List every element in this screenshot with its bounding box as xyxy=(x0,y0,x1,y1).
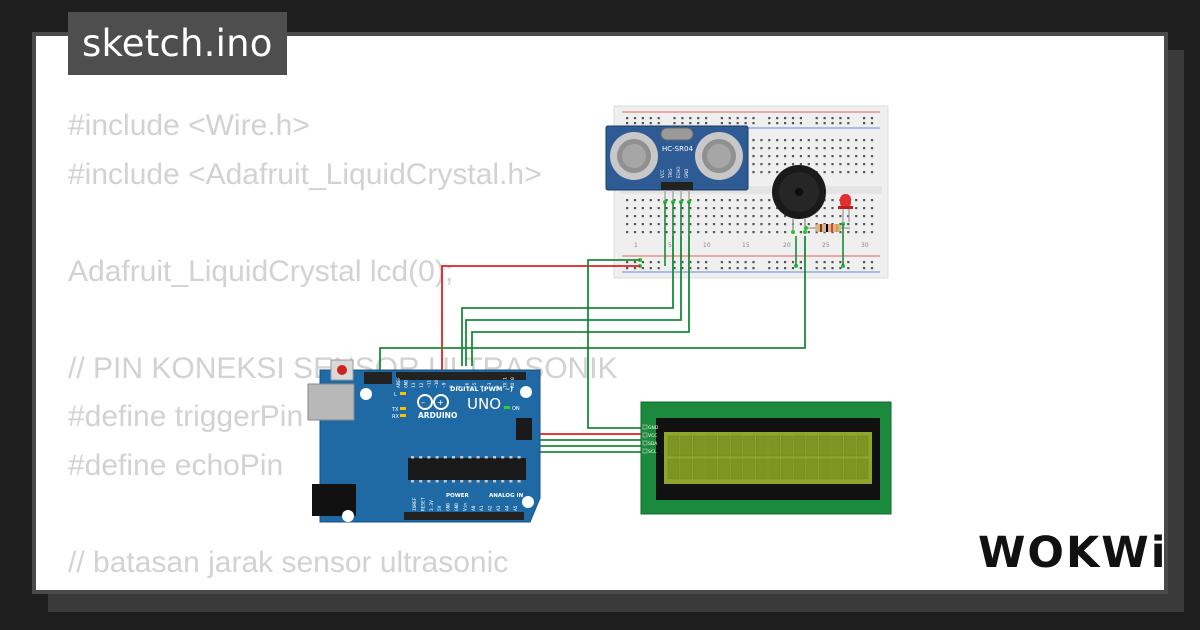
top-pin-label: GND xyxy=(404,380,410,388)
top-pin-label: 8 xyxy=(449,385,455,388)
bottom-pin-label: A3 xyxy=(496,505,502,511)
lcd-pin-label: SCL xyxy=(648,449,657,455)
top-pin-label: TX 1 xyxy=(502,377,508,388)
preview-card: #include <Wire.h> #include <Adafruit_Liq… xyxy=(32,32,1168,594)
bottom-pin-label: A5 xyxy=(513,505,519,511)
code-line: Adafruit_LiquidCrystal lcd(0); xyxy=(68,254,454,288)
code-line: // batasan jarak sensor ultrasonic xyxy=(68,545,509,579)
code-line: #include <Adafruit_LiquidCrystal.h> xyxy=(68,157,542,191)
top-pin-label: AREF xyxy=(396,377,402,388)
top-pin-label: 13 xyxy=(411,382,417,388)
digital-header-label: DIGITAL (PWM ~) xyxy=(450,385,513,393)
breadboard-number: 5 xyxy=(668,242,672,249)
sensor-pin-label: VCC xyxy=(660,169,665,178)
sensor-label: HC-SR04 xyxy=(662,145,693,153)
top-pin-label: ~11 xyxy=(426,380,432,388)
bottom-pin-label: GND xyxy=(454,503,460,511)
top-pin-label: ~9 xyxy=(442,382,448,388)
lcd-display[interactable]: GND VCC SDA SCL xyxy=(640,401,892,515)
breadboard-number: 1 xyxy=(634,242,638,249)
lcd-pin-label: SDA xyxy=(648,441,658,447)
bottom-pin-label: Vin xyxy=(462,503,468,511)
breadboard-number: 10 xyxy=(703,242,711,249)
svg-text:+: + xyxy=(437,398,444,407)
file-tab[interactable]: sketch.ino xyxy=(68,12,287,75)
bottom-pin-label: IOREF xyxy=(412,497,418,511)
bottom-pin-label: A0 xyxy=(471,505,477,511)
code-line: #define echoPin xyxy=(68,448,284,482)
breadboard-number: 15 xyxy=(742,242,750,249)
bottom-pin-label: RESET xyxy=(420,497,426,511)
board-model: UNO xyxy=(467,395,501,413)
top-pin-label: ~5 xyxy=(472,382,478,388)
bottom-pin-label: A4 xyxy=(504,505,510,511)
code-line: #define triggerPin xyxy=(68,400,304,433)
arduino-logo: – + xyxy=(417,394,449,410)
ultrasonic-sensor[interactable]: HC-SR04 VCC TRIG ECHO GND xyxy=(605,125,749,200)
board-brand: ARDUINO xyxy=(418,411,457,420)
top-pin-label: ~10 xyxy=(434,380,440,388)
wokwi-logo: WOKWi xyxy=(978,528,1168,578)
resistor[interactable] xyxy=(806,224,850,232)
red-led[interactable] xyxy=(838,194,853,222)
bottom-pin-label: GND xyxy=(446,503,452,511)
bottom-pin-label: A1 xyxy=(479,505,485,511)
top-pin-label: ~3 xyxy=(487,382,493,388)
sensor-pin-label: GND xyxy=(684,169,689,178)
lcd-pin-label: VCC xyxy=(648,433,657,439)
bottom-pin-label: 3.3V xyxy=(429,500,435,511)
led-label: RX xyxy=(392,414,399,420)
breadboard-number: 30 xyxy=(861,242,869,249)
power-label: POWER xyxy=(446,493,470,499)
led-label: L xyxy=(394,392,397,398)
sensor-pin-label: TRIG xyxy=(668,168,673,179)
led-label: TX xyxy=(391,407,399,413)
top-pin-label: 12 xyxy=(419,382,425,388)
lcd-pin-label: GND xyxy=(648,425,659,431)
top-pin-label: RX 0 xyxy=(510,377,516,388)
top-pin-label: 4 xyxy=(480,385,486,388)
breadboard-number: 20 xyxy=(783,242,791,249)
analog-label: ANALOG IN xyxy=(489,493,524,499)
svg-text:–: – xyxy=(421,398,425,407)
sensor-pin-label: ECHO xyxy=(676,167,681,178)
bottom-pin-label: 5V xyxy=(437,505,443,511)
code-line: #include <Wire.h> xyxy=(68,109,310,142)
on-label: ON xyxy=(512,406,520,412)
top-pin-label: 2 xyxy=(495,385,501,388)
top-pin-label: ~6 xyxy=(464,382,470,388)
breadboard-number: 25 xyxy=(822,242,830,249)
top-pin-label: 7 xyxy=(457,385,463,388)
bottom-pin-label: A2 xyxy=(488,505,494,511)
